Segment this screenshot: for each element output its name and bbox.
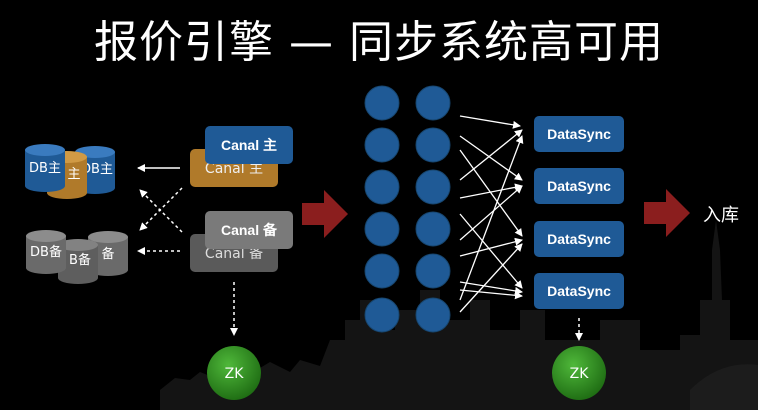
db-backup-cylinders: 备 B备 DB备 — [26, 230, 128, 284]
queue-to-datasync-arrows — [459, 115, 524, 313]
db-master-label-middle: 主 — [67, 167, 80, 182]
canal-master-label: Canal 主 — [221, 137, 277, 153]
canal-backup-label: Canal 备 — [221, 222, 278, 238]
datasync-node: DataSync — [534, 273, 624, 309]
zk-left-label: ZK — [225, 366, 245, 382]
db-backup-cylinder-middle: B备 — [58, 239, 98, 284]
db-master-label: DB主 — [29, 161, 61, 176]
db-backup-label-back: 备 — [101, 246, 114, 262]
datasync-node: DataSync — [534, 168, 624, 204]
datasync-label: DataSync — [547, 231, 611, 247]
canal-backup-front-box — [205, 211, 293, 249]
db-master-label-back: DB主 — [81, 162, 113, 177]
canal-master-front-box — [205, 126, 293, 164]
db-master-cylinder-front: DB主 — [25, 144, 65, 192]
flow-arrow-icon — [302, 190, 348, 238]
datasync-label: DataSync — [547, 283, 611, 299]
datasync-node: DataSync — [534, 116, 624, 152]
db-backup-label-middle: B备 — [69, 252, 91, 268]
canal-master-back-label: Canal 主 — [205, 161, 263, 177]
datasync-label: DataSync — [547, 178, 611, 194]
canal-backup-back-label: Canal 备 — [205, 245, 263, 262]
zk-right-node: ZK — [552, 346, 606, 400]
db-master-cylinders: DB主 主 DB主 — [25, 144, 115, 199]
canal-backup-node: Canal 备 Canal 备 — [190, 211, 293, 272]
canal-master-node: Canal 主 Canal 主 — [190, 126, 293, 187]
page-title: 报价引擎 — 同步系统高可用 — [94, 17, 664, 68]
db-backup-cylinder-front: DB备 — [26, 230, 66, 274]
storage-arrow-icon — [644, 189, 690, 237]
canal-db-arrows — [137, 164, 183, 255]
zk-right-label: ZK — [570, 366, 590, 382]
datasync-node: DataSync — [534, 221, 624, 257]
datasync-label: DataSync — [547, 126, 611, 142]
zk-left-node: ZK — [207, 346, 261, 400]
storage-label: 入库 — [703, 205, 739, 226]
db-backup-label: DB备 — [30, 244, 62, 260]
queue-nodes-grid — [364, 85, 451, 333]
datasync-nodes: DataSync DataSync DataSync DataSync — [534, 116, 624, 309]
